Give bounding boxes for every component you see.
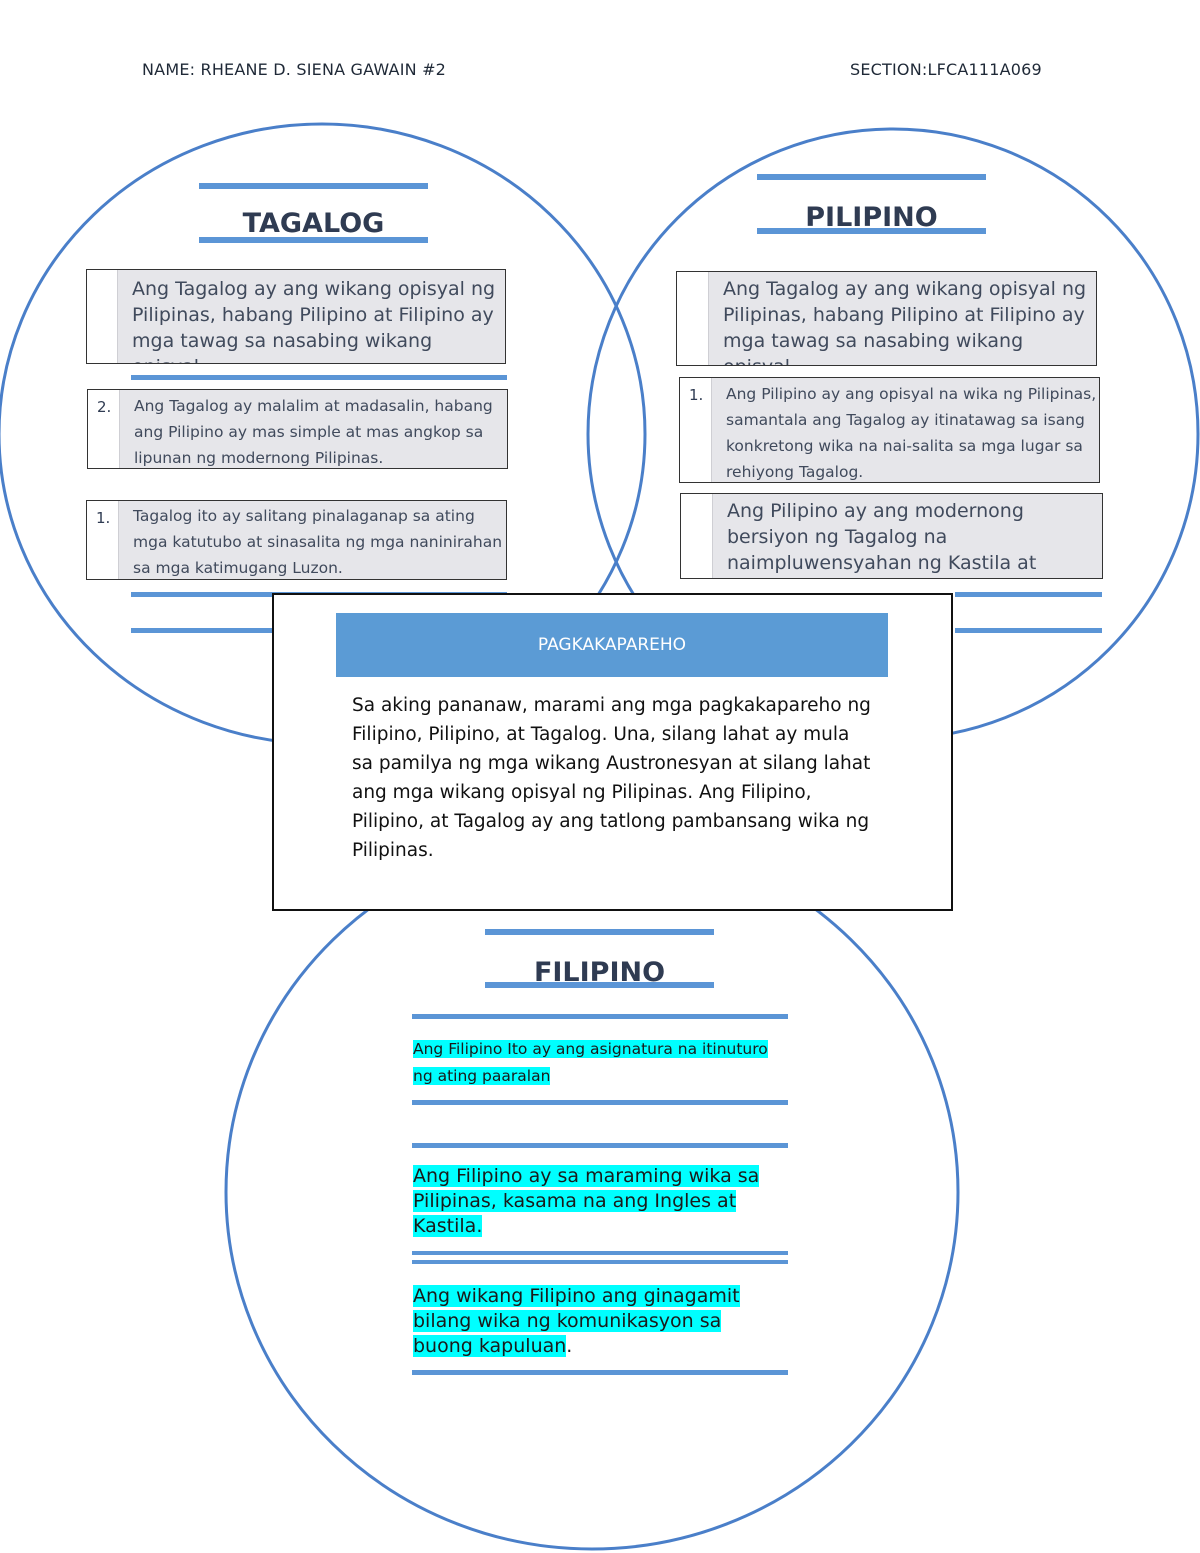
pilipino-title-underline: [757, 228, 986, 234]
name-header: NAME: RHEANE D. SIENA GAWAIN #2: [142, 60, 447, 79]
pilipino-divider-2: [955, 628, 1102, 633]
pilipino-box-1-text: Ang Tagalog ay ang wikang opisyal ng Pil…: [723, 278, 1087, 365]
tagalog-box-2-text: Ang Tagalog ay malalim at madasalin, hab…: [134, 397, 493, 467]
tagalog-box-2-number: 2.: [97, 398, 112, 416]
pilipino-title: PILIPINO: [805, 202, 938, 233]
pilipino-divider-1: [955, 592, 1102, 597]
tagalog-box-1: Ang Tagalog ay ang wikang opisyal ng Pil…: [86, 269, 506, 364]
pagkakapareho-heading: PAGKAKAPAREHO: [336, 613, 888, 677]
filipino-divider-3: [412, 1143, 788, 1148]
tagalog-divider-3: [131, 628, 281, 633]
filipino-item-2: Ang Filipino ay sa maraming wika sa Pili…: [413, 1165, 760, 1237]
filipino-item-3: Ang wikang Filipino ang ginagamit bilang…: [413, 1285, 740, 1357]
tagalog-top-bar: [199, 183, 428, 189]
tagalog-box-3-number: 1.: [96, 509, 111, 527]
pagkakapareho-text: Sa aking pananaw, marami ang mga pagkaka…: [352, 695, 871, 861]
pilipino-top-bar: [757, 174, 986, 180]
filipino-divider-4: [412, 1251, 788, 1255]
filipino-divider-1: [412, 1014, 788, 1019]
filipino-divider-2: [412, 1100, 788, 1105]
filipino-divider-5: [412, 1260, 788, 1264]
filipino-title-underline: [485, 982, 714, 988]
tagalog-box-3-text: Tagalog ito ay salitang pinalaganap sa a…: [133, 507, 503, 577]
tagalog-title-underline: [199, 237, 428, 243]
pilipino-box-2: 1. Ang Pilipino ay ang opisyal na wika n…: [679, 377, 1100, 483]
pagkakapareho-box: PAGKAKAPAREHO Sa aking pananaw, marami a…: [272, 593, 953, 911]
section-header: SECTION:LFCA111A069: [850, 60, 1042, 79]
pilipino-box-3: Ang Pilipino ay ang modernong bersiyon n…: [680, 493, 1103, 579]
filipino-divider-6: [412, 1370, 788, 1375]
tagalog-box-2: 2. Ang Tagalog ay malalim at madasalin, …: [87, 389, 508, 469]
tagalog-box-3: 1. Tagalog ito ay salitang pinalaganap s…: [86, 500, 507, 580]
filipino-top-bar: [485, 929, 714, 935]
tagalog-divider-1: [131, 375, 507, 380]
pilipino-box-2-number: 1.: [689, 386, 704, 404]
tagalog-box-1-text: Ang Tagalog ay ang wikang opisyal ng Pil…: [132, 278, 496, 363]
tagalog-title: TAGALOG: [242, 208, 385, 239]
pilipino-box-1: Ang Tagalog ay ang wikang opisyal ng Pil…: [676, 271, 1097, 366]
filipino-item-1: Ang Filipino Ito ay ang asignatura na it…: [413, 1040, 768, 1085]
pilipino-box-3-text: Ang Pilipino ay ang modernong bersiyon n…: [727, 500, 1037, 574]
pilipino-box-2-text: Ang Pilipino ay ang opisyal na wika ng P…: [726, 385, 1097, 481]
